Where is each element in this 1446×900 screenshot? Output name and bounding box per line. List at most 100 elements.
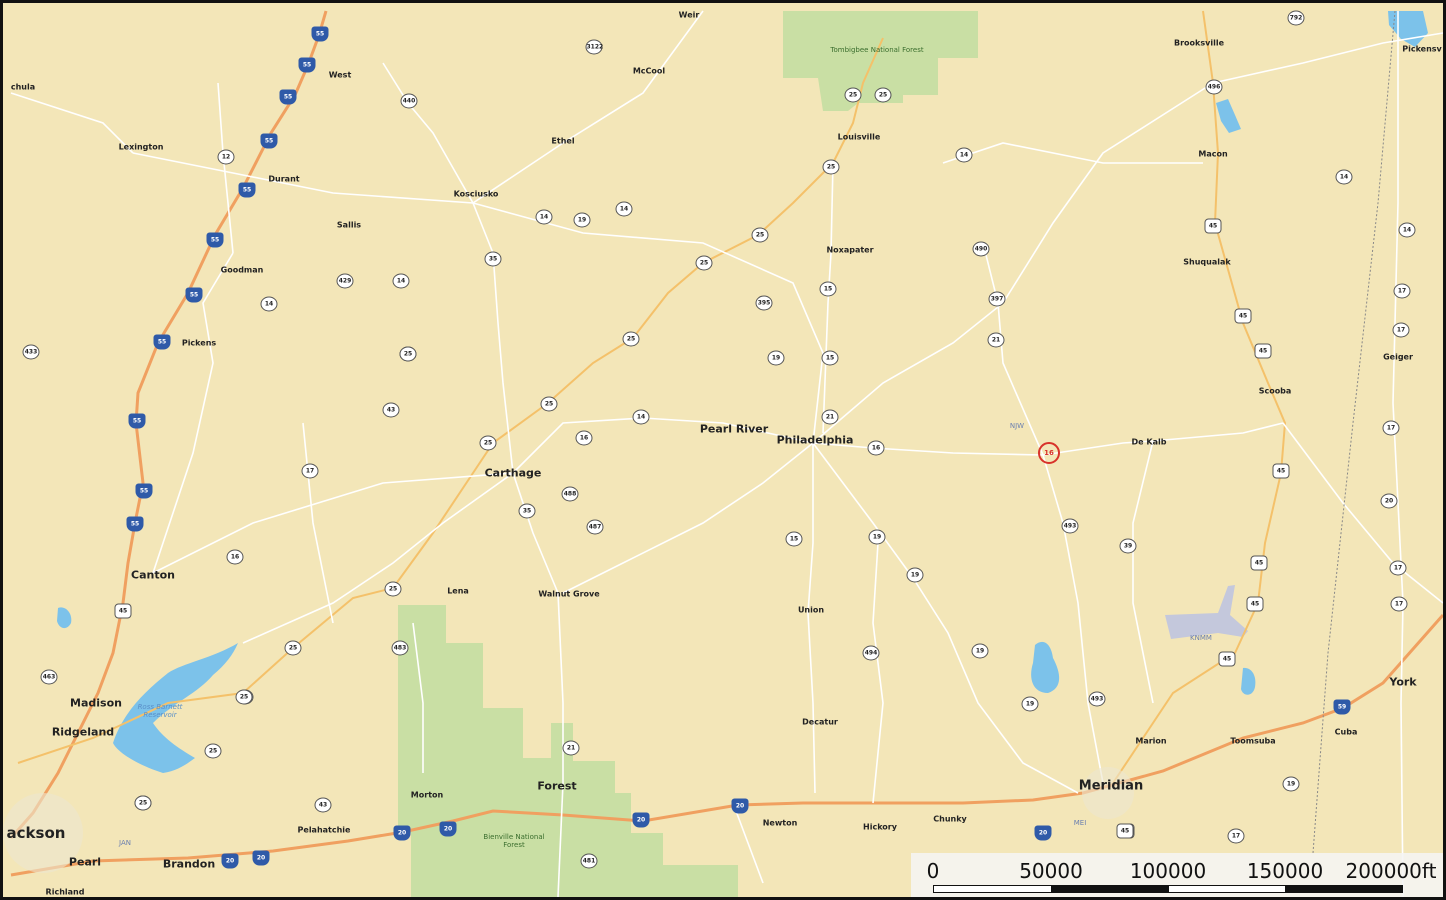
us-route-shield-icon: 45 — [1204, 218, 1222, 234]
highway-45 — [1112, 10, 1287, 784]
njw-airport-label: NJW — [1009, 422, 1025, 430]
state-route-shield-icon: 25 — [284, 640, 302, 656]
scale-label-200000ft: 200000ft — [1345, 859, 1437, 883]
interstate-20 — [10, 614, 1443, 877]
state-route-shield-icon: 14 — [955, 147, 973, 163]
jackson-urban — [3, 793, 83, 873]
interstate-shield-icon: 55 — [153, 334, 171, 350]
tombigbee-forest-area — [783, 11, 978, 111]
state-route-shield-icon: 25 — [622, 331, 640, 347]
state-route-shield-icon: 3122 — [585, 39, 603, 55]
state-route-shield-icon: 19 — [767, 350, 785, 366]
lake-small-4 — [1216, 99, 1241, 133]
town-cuba: Cuba — [1334, 727, 1358, 737]
state-route-shield-icon: 496 — [1205, 79, 1223, 95]
town-west: West — [328, 70, 352, 80]
us-route-shield-icon: 45 — [1272, 463, 1290, 479]
location-marker-icon[interactable]: 16 — [1038, 442, 1060, 464]
interstate-shield-icon: 55 — [206, 232, 224, 248]
state-route-shield-icon: 14 — [1398, 222, 1416, 238]
state-route-shield-icon: 494 — [862, 645, 880, 661]
lake-small-2 — [57, 607, 72, 629]
town-scooba: Scooba — [1258, 386, 1292, 396]
state-route-shield-icon: 25 — [751, 227, 769, 243]
state-route-shield-icon: 21 — [821, 409, 839, 425]
map-canvas — [3, 10, 1443, 897]
state-route-shield-icon: 43 — [314, 797, 332, 813]
scale-label-50000: 50000 — [1019, 859, 1083, 883]
town-louisville: Louisville — [837, 132, 881, 142]
town-canton: Canton — [131, 568, 175, 582]
state-route-shield-icon: 429 — [336, 273, 354, 289]
us-route-shield-icon: 45 — [1246, 596, 1264, 612]
interstate-shield-icon: 20 — [731, 798, 749, 814]
state-route-shield-icon: 14 — [535, 209, 553, 225]
scale-label-100000: 100000 — [1129, 859, 1207, 883]
state-route-shield-icon: 14 — [260, 296, 278, 312]
state-route-shield-icon: 25 — [874, 87, 892, 103]
town-pearl: Pearl — [68, 855, 102, 869]
state-route-shield-icon: 17 — [1390, 596, 1408, 612]
bienville-forest-label: Bienville National Forest — [483, 833, 545, 849]
state-route-shield-icon: 25 — [479, 435, 497, 451]
scale-label-0: 0 — [926, 859, 940, 883]
state-route-shield-icon: 17 — [1392, 322, 1410, 338]
us-route-shield-icon: 45 — [1254, 343, 1272, 359]
town-goodman: Goodman — [220, 265, 264, 275]
town-shuqualak: Shuqualak — [1183, 257, 1231, 267]
scale-seg-2 — [1051, 885, 1169, 893]
interstate-shield-icon: 55 — [128, 413, 146, 429]
town-ethel: Ethel — [551, 136, 575, 146]
state-line — [1312, 10, 1396, 854]
town-decatur: Decatur — [802, 717, 838, 727]
state-route-shield-icon: 12 — [217, 149, 235, 165]
town-brooksville: Brooksville — [1174, 38, 1224, 48]
lake-small-1 — [1241, 667, 1256, 695]
town-lexington: Lexington — [118, 142, 164, 152]
state-route-shield-icon: 25 — [134, 795, 152, 811]
state-route-shield-icon: 25 — [384, 581, 402, 597]
town-ridgeland: Ridgeland — [51, 725, 115, 739]
state-route-shield-icon: 25 — [235, 689, 253, 705]
lake-meridian — [1031, 641, 1060, 693]
state-route-shield-icon: 16 — [867, 440, 885, 456]
state-route-shield-icon: 493 — [1088, 691, 1106, 707]
us-route-shield-icon: 45 — [1218, 651, 1236, 667]
town-sallis: Sallis — [336, 220, 362, 230]
interstate-shield-icon: 55 — [260, 133, 278, 149]
meridian-urban — [1082, 767, 1134, 819]
town-chula: chula — [10, 82, 36, 92]
us-route-shield-icon: 45 — [1234, 308, 1252, 324]
state-route-shield-icon: 395 — [755, 295, 773, 311]
state-route-shield-icon: 20 — [1380, 493, 1398, 509]
town-pearl-river: Pearl River — [699, 422, 769, 436]
interstate-shield-icon: 55 — [126, 516, 144, 532]
town-weir: Weir — [678, 10, 700, 20]
town-forest: Forest — [537, 779, 577, 793]
reservoir-label: Ross Barnett Reservoir — [137, 703, 183, 719]
jan-airport-label: JAN — [119, 839, 131, 847]
scale-bar: 0 50000 100000 150000 200000ft — [911, 853, 1443, 897]
state-route-shield-icon: 25 — [540, 396, 558, 412]
us-route-shield-icon: 45 — [1250, 555, 1268, 571]
town-macon: Macon — [1198, 149, 1228, 159]
state-route-shield-icon: 17 — [1382, 420, 1400, 436]
state-route-shield-icon: 19 — [868, 529, 886, 545]
town-marion: Marion — [1135, 736, 1167, 746]
state-route-shield-icon: 397 — [988, 291, 1006, 307]
state-route-shield-icon: 19 — [971, 643, 989, 659]
us-route-shield-icon: 45 — [114, 603, 132, 619]
minor-roads — [10, 10, 1443, 897]
town-pickens: Pickens — [181, 338, 217, 348]
state-route-shield-icon: 25 — [844, 87, 862, 103]
town-durant: Durant — [268, 174, 300, 184]
state-route-shield-icon: 21 — [987, 332, 1005, 348]
state-route-shield-icon: 14 — [632, 409, 650, 425]
town-chunky: Chunky — [933, 814, 967, 824]
state-route-shield-icon: 14 — [1335, 169, 1353, 185]
state-route-shield-icon: 19 — [906, 567, 924, 583]
town-geiger: Geiger — [1383, 352, 1413, 362]
knmm-airfield — [1165, 585, 1248, 639]
interstate-shield-icon: 55 — [279, 89, 297, 105]
